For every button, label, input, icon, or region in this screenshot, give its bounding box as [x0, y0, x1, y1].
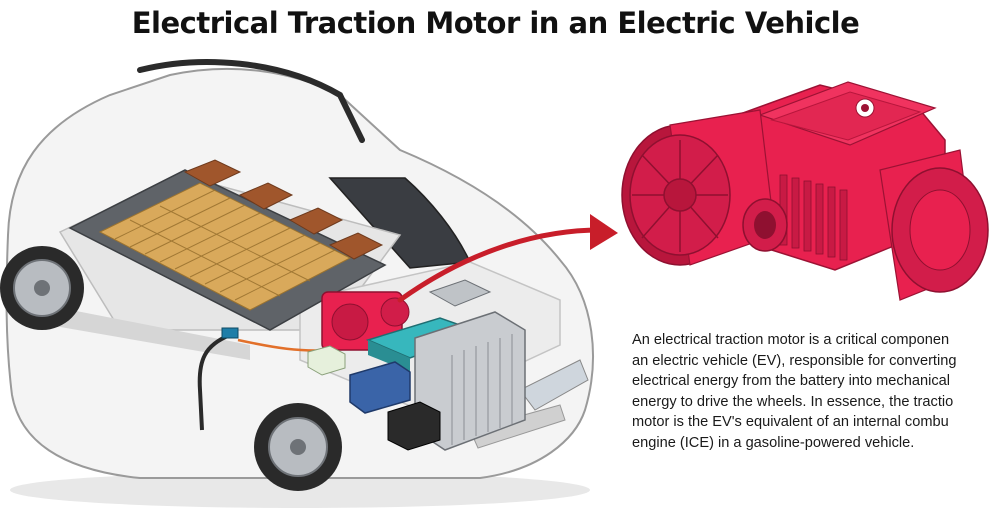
traction-motor-enlarged: [621, 81, 989, 301]
description-text: An electrical traction motor is a critic…: [632, 330, 991, 453]
wheel-rear: [0, 246, 84, 330]
pointer-arrow: [397, 214, 618, 303]
engine-bay-components: [307, 279, 526, 451]
description-line: electrical energy from the battery into …: [632, 373, 950, 389]
battery-pack: [68, 159, 387, 331]
description-line: engine (ICE) in a gasoline-powered vehic…: [632, 434, 915, 451]
motor-top-vent: [855, 98, 875, 118]
page-title: Electrical Traction Motor in an Electric…: [131, 6, 860, 40]
description-line: An electrical traction motor is a critic…: [632, 332, 950, 348]
wheel-front: [254, 403, 342, 491]
description-line: motor is the EV's equivalent of an inter…: [632, 414, 949, 430]
description-line: energy to drive the wheels. In essence, …: [632, 393, 954, 410]
description-line: an electric vehicle (EV), responsible fo…: [632, 352, 957, 369]
